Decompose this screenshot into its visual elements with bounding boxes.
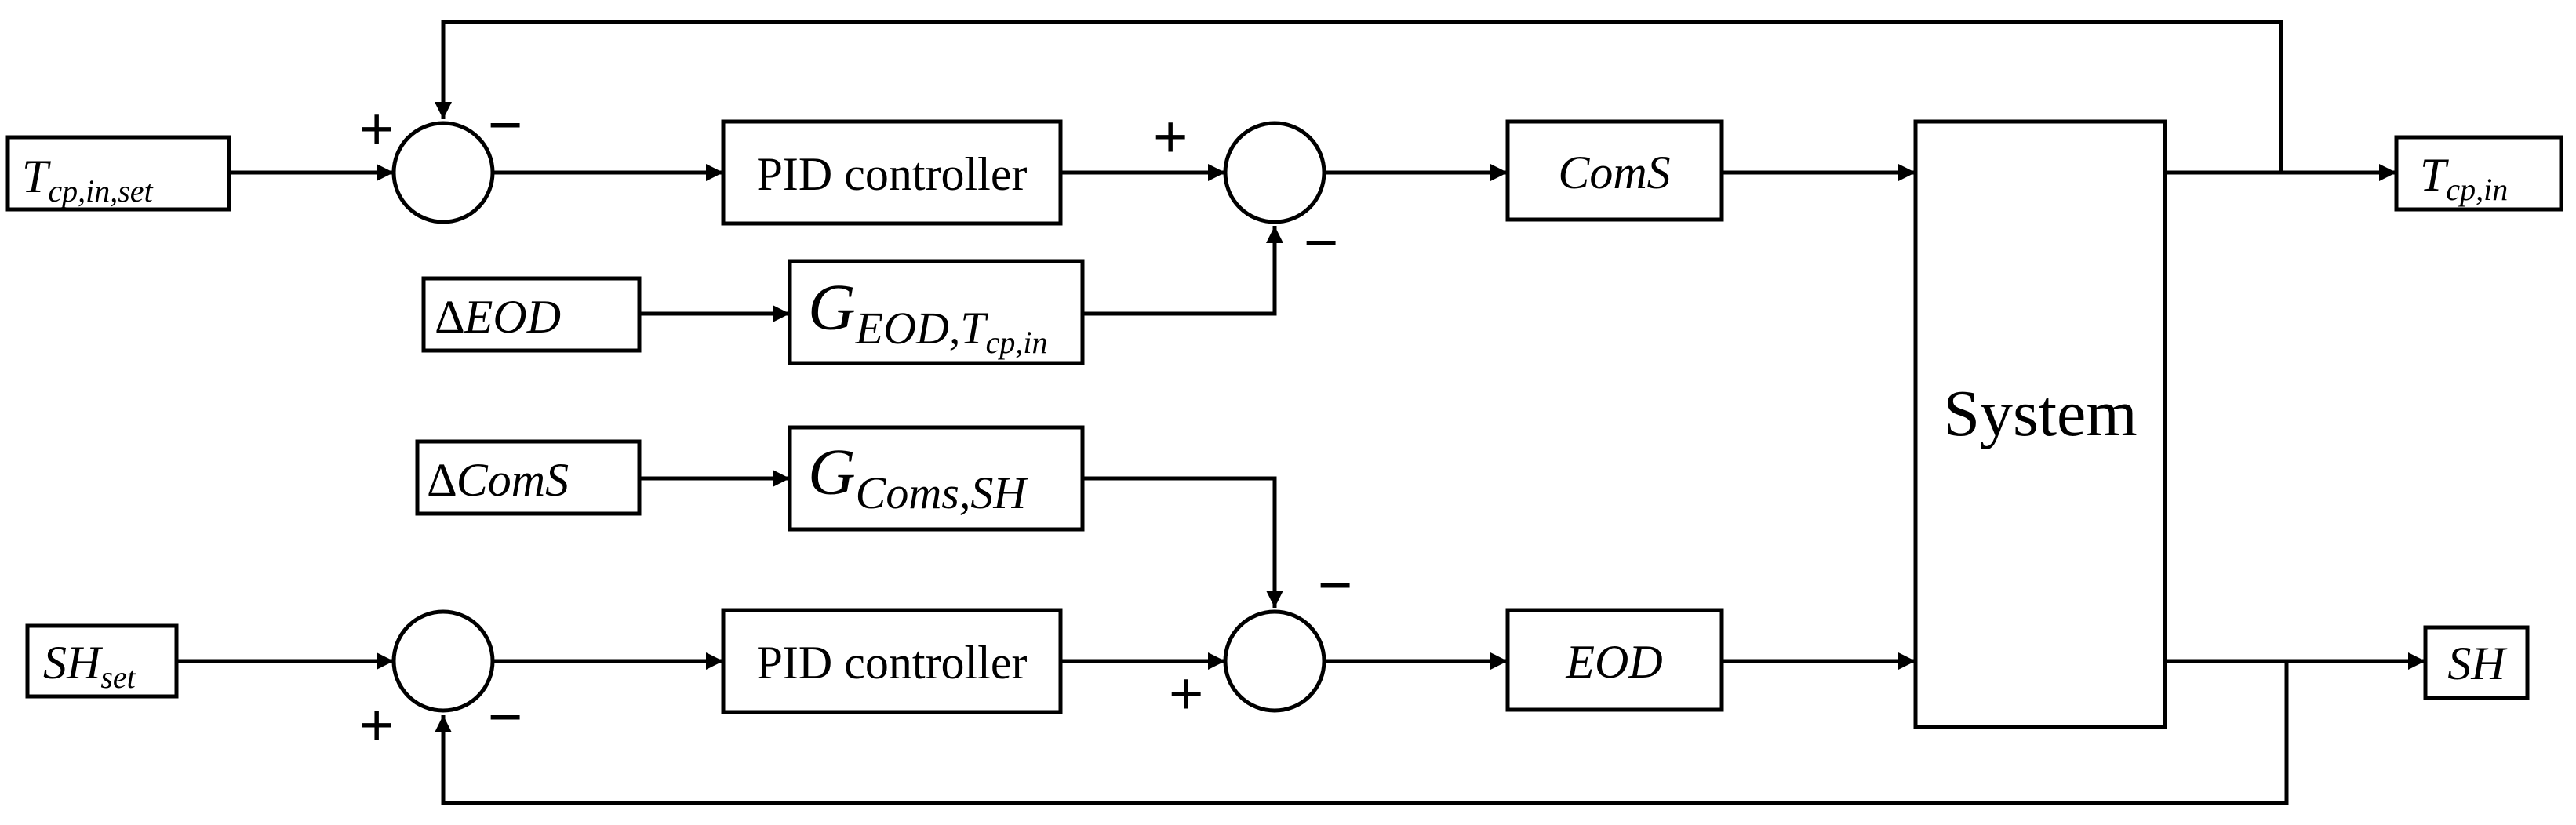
summing-junction-1 [391, 121, 495, 224]
svg-text:System: System [1943, 377, 2137, 450]
transfer-function-g-eod: GEOD,Tcp,in [788, 259, 1085, 365]
pid-controller-bottom: PID controller [721, 608, 1063, 714]
svg-text:PID controller: PID controller [757, 148, 1028, 200]
svg-text:GComs,SH: GComs,SH [808, 436, 1028, 518]
sum2-plus-sign: + [1153, 104, 1188, 170]
coms-block: ComS [1505, 119, 1724, 222]
svg-text:EOD: EOD [1565, 636, 1662, 688]
svg-text:∆EOD: ∆EOD [435, 291, 561, 343]
input-delta-coms: ∆ComS [415, 439, 642, 516]
svg-text:Tcp,in,set: Tcp,in,set [22, 151, 154, 209]
sum3-plus-sign: + [359, 692, 394, 758]
svg-text:ComS: ComS [1558, 147, 1670, 198]
wire-top-feedback [435, 20, 2283, 173]
transfer-function-g-coms: GComs,SH [788, 425, 1085, 532]
summing-junction-4 [1223, 609, 1326, 713]
svg-text:SH: SH [2447, 638, 2508, 689]
svg-text:Tcp,in: Tcp,in [2420, 149, 2508, 207]
input-t-cp-in-set: Tcp,in,set [5, 135, 231, 212]
summing-junction-3 [391, 609, 495, 713]
system-block: System [1913, 119, 2167, 729]
output-t-cp-in: Tcp,in [2394, 135, 2563, 212]
sum3-minus-sign: − [488, 684, 522, 750]
svg-text:GEOD,Tcp,in: GEOD,Tcp,in [808, 271, 1048, 360]
pid-controller-top: PID controller [721, 119, 1063, 226]
eod-block: EOD [1505, 608, 1724, 712]
sum1-plus-sign: + [359, 96, 394, 162]
wire-geod-to-sum2 [1082, 226, 1283, 316]
sum4-plus-sign: + [1169, 660, 1203, 727]
sum1-minus-sign: − [488, 92, 522, 158]
svg-text:PID controller: PID controller [757, 637, 1028, 689]
wire-bottom-feedback [435, 661, 2289, 805]
output-sh: SH [2423, 625, 2530, 700]
sum2-minus-sign: − [1304, 209, 1338, 276]
svg-text:SHset: SHset [43, 637, 136, 695]
svg-text:∆ComS: ∆ComS [428, 454, 569, 506]
wire-gcoms-to-sum4 [1082, 476, 1283, 608]
summing-junction-2 [1223, 121, 1326, 224]
input-sh-set: SHset [25, 623, 179, 699]
signal-wires [176, 20, 2425, 805]
input-delta-eod: ∆EOD [421, 276, 642, 353]
sum4-minus-sign: − [1318, 552, 1352, 619]
